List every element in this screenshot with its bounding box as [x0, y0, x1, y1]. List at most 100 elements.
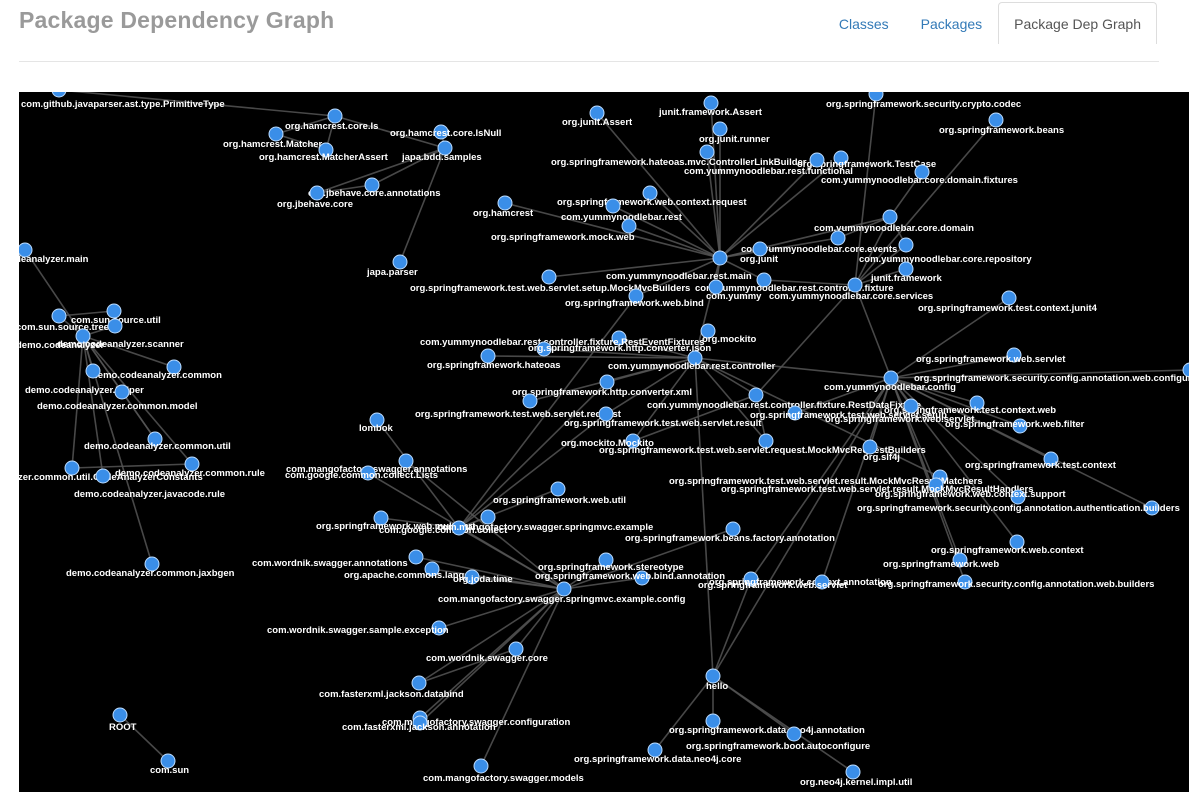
graph-node-com-sun-source-tree[interactable]: com.sun.source.tree — [19, 308, 109, 333]
node-circle[interactable] — [433, 124, 449, 140]
node-circle[interactable] — [19, 242, 33, 258]
graph-node-org-springframework-hateoas-mvc-controllerlinkbuilder[interactable]: org.springframework.hateoas.mvc.Controll… — [551, 144, 807, 168]
node-circle[interactable] — [51, 92, 67, 98]
node-circle[interactable] — [268, 126, 284, 142]
graph-node-org-springframework-web-servlet[interactable]: org.springframework.web.servlet — [916, 347, 1066, 365]
graph-node-org-apache-commons-lang[interactable]: org.apache.commons.lang — [344, 561, 465, 581]
graph-node-org-junit-runner[interactable]: org.junit.runner — [699, 121, 770, 145]
node-circle[interactable] — [1010, 489, 1026, 505]
graph-node-org-junit-assert[interactable]: org.junit.Assert — [562, 105, 633, 128]
node-circle[interactable] — [687, 350, 703, 366]
graph-node-org-springframework-testcase[interactable]: org.springframework.TestCase — [797, 150, 936, 170]
node-circle[interactable] — [809, 152, 825, 168]
graph-node-org-springframework-web-context-support[interactable]: org.springframework.web.context.support — [875, 489, 1066, 505]
graph-node-org-springframework-test-web-servlet-request[interactable]: org.springframework.test.web.servlet.req… — [415, 393, 622, 420]
graph-node-com-wordnik-swagger-core[interactable]: com.wordnik.swagger.core — [426, 641, 548, 664]
graph-node-org-mockito-mockito[interactable]: org.mockito.Mockito — [561, 433, 654, 449]
graph-node-org-springframework-security-config-annotation-web-configuration[interactable]: org.springframework.security.config.anno… — [914, 362, 1189, 384]
node-circle[interactable] — [743, 571, 759, 587]
graph-node-com-yummynoodlebar-rest-controller[interactable]: com.yummynoodlebar.rest.controller — [608, 350, 776, 372]
node-circle[interactable] — [898, 261, 914, 277]
graph-node-org-joda-time[interactable]: org.joda.time — [453, 569, 513, 585]
graph-node-com-yummynoodlebar-rest-controller-fixture-restdatafixture[interactable]: com.yummynoodlebar.rest.controller.fixtu… — [647, 387, 921, 411]
node-circle[interactable] — [85, 363, 101, 379]
graph-node-com-fasterxml-jackson-annotation[interactable]: com.fasterxml.jackson.annotation — [342, 715, 496, 733]
graph-node-com-github-javaparser-ast-type-primitivetype[interactable]: com.github.javaparser.ast.type.Primitive… — [21, 92, 225, 110]
graph-node-junit-framework-assert[interactable]: junit.framework.Assert — [658, 95, 763, 118]
node-circle[interactable] — [898, 237, 914, 253]
graph-node-com-google-common-collect[interactable]: com.google.common.collect — [379, 509, 508, 536]
graph-node-com-yummynoodlebar-core-repository[interactable]: com.yummynoodlebar.core.repository — [859, 237, 1032, 265]
node-circle[interactable] — [605, 198, 621, 214]
node-circle[interactable] — [787, 405, 803, 421]
graph-node-com-yummy[interactable]: com.yummy — [706, 279, 762, 302]
node-circle[interactable] — [642, 185, 658, 201]
graph-node-zer-common-util-codeanalyzerconstants[interactable]: zer.common.util.CodeAnalyzerConstants — [19, 460, 203, 483]
node-circle[interactable] — [703, 95, 719, 111]
node-circle[interactable] — [480, 509, 496, 525]
node-circle[interactable] — [144, 556, 160, 572]
graph-node-com-fasterxml-jackson-databind[interactable]: com.fasterxml.jackson.databind — [319, 675, 464, 700]
node-circle[interactable] — [699, 144, 715, 160]
node-circle[interactable] — [369, 412, 385, 428]
graph-node-org-springframework-web-servlet[interactable]: org.springframework.web.servlet — [825, 398, 975, 425]
graph-node-org-springframework-web-context[interactable]: org.springframework.web.context — [931, 534, 1084, 556]
graph-node-org-springframework-data-neo4j-annotation[interactable]: org.springframework.data.neo4j.annotatio… — [669, 713, 865, 736]
node-circle[interactable] — [75, 328, 91, 344]
node-circle[interactable] — [1144, 500, 1160, 516]
graph-node-org-springframework-web-util[interactable]: org.springframework.web.util — [493, 481, 626, 506]
graph-node-org-springframework-beans[interactable]: org.springframework.beans — [939, 112, 1064, 136]
graph-node-com-mangofactory-swagger-models[interactable]: com.mangofactory.swagger.models — [423, 758, 584, 784]
graph-node-org-springframework-web-servlet[interactable]: org.springframework.web.servlet — [698, 574, 848, 591]
node-circle[interactable] — [106, 303, 122, 319]
node-circle[interactable] — [373, 510, 389, 526]
tab-packages[interactable]: Packages — [920, 16, 983, 32]
node-circle[interactable] — [957, 574, 973, 590]
graph-node-com-yummynoodlebar-config[interactable]: com.yummynoodlebar.config — [824, 370, 956, 393]
graph-node-japa-bdd-samples[interactable]: japa.bdd.samples — [401, 140, 482, 163]
node-circle[interactable] — [1001, 290, 1017, 306]
graph-node-com-mangofactory-swagger-annotations[interactable]: com.mangofactory.swagger.annotations — [286, 453, 467, 475]
graph-node-org-hamcrest[interactable]: org.hamcrest — [473, 195, 534, 219]
node-circle[interactable] — [112, 707, 128, 723]
graph-node-org-springframework-http-converter-json[interactable]: org.springframework.http.converter.json — [528, 341, 711, 357]
node-circle[interactable] — [814, 574, 830, 590]
node-circle[interactable] — [114, 384, 130, 400]
node-circle[interactable] — [914, 164, 930, 180]
node-circle[interactable] — [1182, 362, 1189, 378]
node-circle[interactable] — [541, 269, 557, 285]
node-circle[interactable] — [758, 433, 774, 449]
node-circle[interactable] — [95, 468, 111, 484]
graph-node-org-slf4j[interactable]: org.slf4j — [862, 439, 900, 463]
node-circle[interactable] — [424, 561, 440, 577]
graph-node-org-springframework-mock-web[interactable]: org.springframework.mock.web — [491, 218, 637, 243]
graph-node-demo-codeanalyzer-common-rule[interactable]: demo.codeanalyzer.common.rule — [115, 456, 265, 479]
graph-node-com-mangofactory-swagger-springmvc-example[interactable]: com.mangofactory.swagger.springmvc.examp… — [437, 520, 653, 536]
node-circle[interactable] — [536, 341, 552, 357]
node-circle[interactable] — [756, 272, 772, 288]
node-circle[interactable] — [748, 387, 764, 403]
graph-node-com-mangofactory-swagger-springmvc-example-config[interactable]: com.mangofactory.swagger.springmvc.examp… — [438, 581, 686, 605]
node-circle[interactable] — [1009, 534, 1025, 550]
node-circle[interactable] — [598, 406, 614, 422]
node-circle[interactable] — [928, 477, 944, 493]
node-circle[interactable] — [408, 549, 424, 565]
node-circle[interactable] — [903, 398, 919, 414]
graph-node-com-yummynoodlebar-core-events[interactable]: com.yummynoodlebar.core.events — [741, 230, 897, 255]
graph-node-junit-framework[interactable]: junit.framework — [870, 261, 942, 284]
node-circle[interactable] — [952, 552, 968, 568]
node-circle[interactable] — [786, 726, 802, 742]
graph-node-org-springframework-stereotype[interactable]: org.springframework.stereotype — [538, 552, 684, 573]
node-circle[interactable] — [522, 393, 538, 409]
node-circle[interactable] — [833, 150, 849, 166]
graph-node-org-jbehave-core-annotations[interactable]: org.jbehave.core.annotations — [308, 177, 441, 199]
graph-node-org-mockito[interactable]: org.mockito — [700, 323, 757, 345]
node-circle[interactable] — [451, 520, 467, 536]
node-circle[interactable] — [437, 140, 453, 156]
node-circle[interactable] — [708, 279, 724, 295]
graph-node-com-yummynoodlebar-rest-main[interactable]: com.yummynoodlebar.rest.main — [606, 250, 752, 282]
dependency-graph[interactable]: com.github.javaparser.ast.type.Primitive… — [19, 92, 1189, 792]
node-circle[interactable] — [398, 453, 414, 469]
node-circle[interactable] — [830, 230, 846, 246]
graph-node-hello[interactable]: hello — [705, 668, 728, 692]
